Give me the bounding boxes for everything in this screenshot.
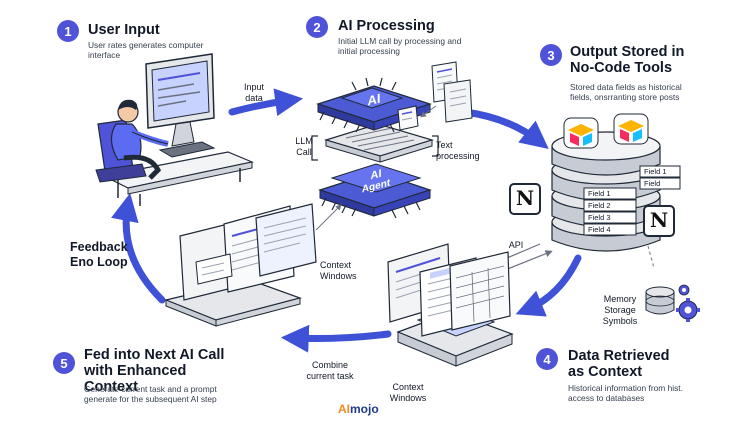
step-4-description: Historical information from hist. access… [568,383,683,403]
field-label: Field 2 [588,201,611,210]
aimojo-logo: AImojo [338,402,379,416]
step-1-description: User rates generates computer interface [88,40,204,60]
step-1-number-badge: 1 [57,20,79,42]
arrow-storage-to-retrieval [515,254,582,317]
input-data-label: Input data [243,82,265,103]
field-label: Field 1 [588,189,611,198]
step-3-title: Output Stored in No-Code Tools [570,44,685,76]
field-label: Field [644,179,661,188]
arrow-ai-to-storage [461,108,549,149]
airtable-logo-icon [563,117,599,149]
context-windows-laptop [164,203,342,327]
context-windows-label: Context Windows [320,260,357,281]
step-5-number-badge: 5 [53,352,75,374]
gear-icon [676,298,700,322]
step-3-description: Stored data fields as historical fields,… [570,82,682,102]
step-4-title: Data Retrieved as Context [568,348,670,380]
api-label: API [508,240,524,250]
memory-storage-icon [645,286,675,315]
step-5-description: Generate current task and a prompt gener… [84,384,217,404]
flow-arrows [111,88,582,353]
field-label: Field 3 [588,213,611,222]
step-1-title: User Input [88,22,160,38]
notion-logo-icon [643,205,675,237]
step-2-description: Initial LLM call by processing and initi… [338,36,462,56]
context-windows-label: Context Windows [389,382,427,403]
gear-icon [678,284,690,296]
field-label: Field 4 [588,225,611,234]
arrow-input-to-ai [228,88,304,117]
memory-storage-label: Memory Storage Symbols [602,294,638,326]
field-label: Field 1 [644,167,667,176]
arrow-feedback-loop [111,193,166,304]
step-3-number-badge: 3 [540,44,562,66]
arrow-retrieval-to-next-call [280,324,392,353]
user-at-computer-illustration [95,53,255,206]
floating-documents [397,61,473,131]
retrieval-computer-illustration [387,243,514,367]
step-2-title: AI Processing [338,18,435,34]
step-4-number-badge: 4 [536,348,558,370]
feedback-loop-label: Feedback Eno Loop [70,240,128,269]
step-2-number-badge: 2 [306,16,328,38]
aimojo-logo-part2: mojo [350,402,379,416]
airtable-logo-icon [613,113,649,145]
combine-task-label: Combine current task [306,360,354,381]
step-5-title: Fed into Next AI Call with Enhanced Cont… [84,347,225,395]
notion-logo-icon [509,183,541,215]
notion-glyph: N [515,186,535,210]
llm-call-label: LLM Call [295,136,313,157]
text-processing-label: Text processing [436,140,480,161]
database-stack [551,131,681,269]
field-cards [583,165,681,236]
notion-glyph: N [649,208,669,232]
aimojo-logo-part1: AI [338,402,350,416]
